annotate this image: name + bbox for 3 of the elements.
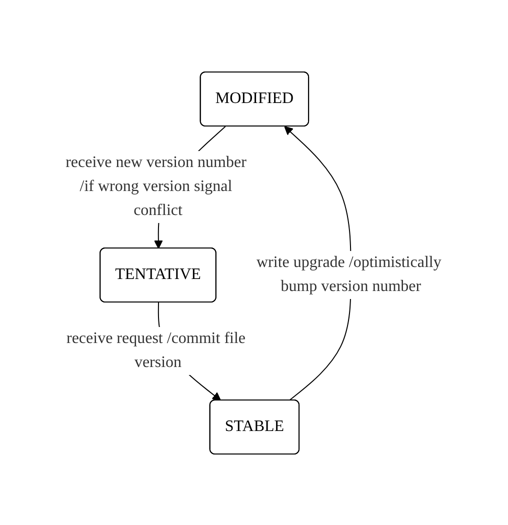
edge-label: receive new version number /if wrong version signal conflict — [65, 154, 246, 218]
edge-label: write upgrade /optimistically bump version number — [256, 254, 441, 294]
edge-label: receive request /commit file version — [66, 330, 246, 370]
